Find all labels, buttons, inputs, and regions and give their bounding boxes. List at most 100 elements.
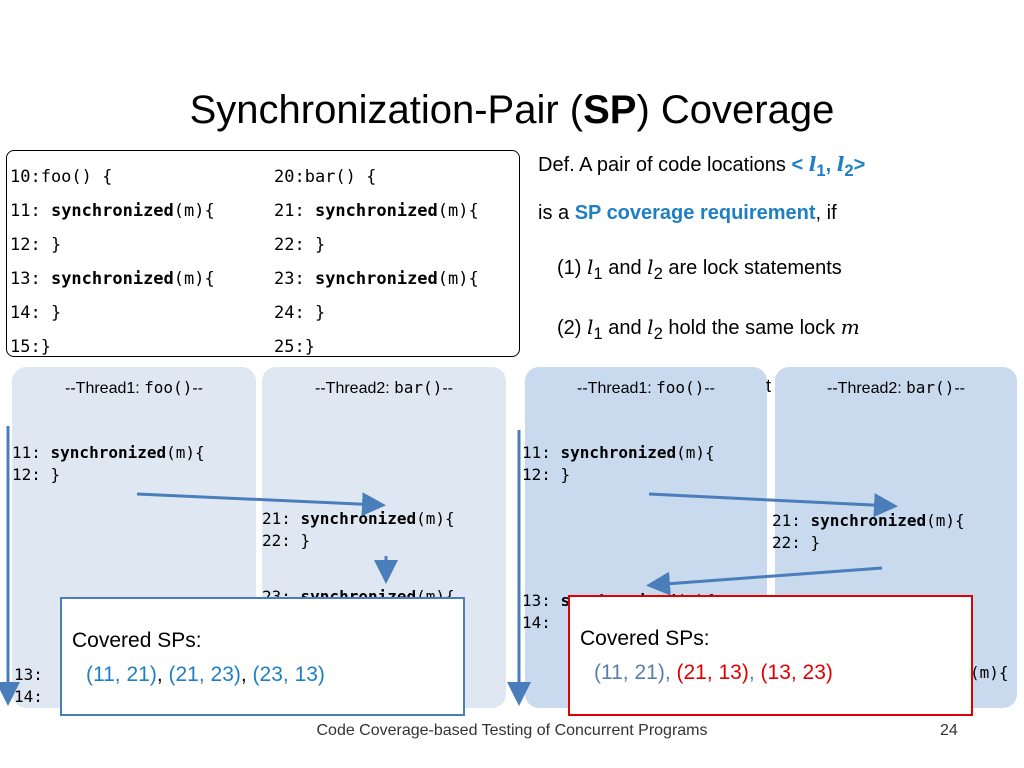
code-text: 21: <box>772 511 811 530</box>
keyword: synchronized <box>300 509 417 528</box>
left-t1-code-bottom: 13:14: <box>14 664 43 708</box>
cond2-mid: and <box>602 317 648 339</box>
header-suffix: -- <box>192 380 203 397</box>
code-text: 11: <box>12 443 51 462</box>
keyword: synchronized <box>314 201 438 221</box>
cond2-post: hold the same lock <box>662 317 841 339</box>
header-prefix: --Thread1: <box>65 380 145 397</box>
keyword: synchronized <box>560 443 677 462</box>
code-text: 13: <box>14 665 43 684</box>
code-text: (m){ <box>173 269 215 289</box>
code-line: 11: synchronized(m){ <box>522 442 715 464</box>
code-text: 12: } <box>12 465 61 484</box>
condition-1: (1) l1 and l2 are lock statements <box>557 255 842 284</box>
right-arrow-11-to-21 <box>648 492 898 518</box>
code-line: 24: } <box>274 296 479 330</box>
code-text: 22: } <box>262 531 311 550</box>
cond2-pre: (2) <box>557 317 587 339</box>
code-text: 14: } <box>10 303 62 323</box>
left-arrow-11-to-21 <box>136 492 386 517</box>
cond1-l1: l <box>587 255 594 279</box>
code-text: (m){ <box>416 509 455 528</box>
code-text: (m){ <box>166 443 205 462</box>
left-covered-box: Covered SPs: (11, 21), (21, 23), (23, 13… <box>60 597 465 716</box>
pair-close: > <box>853 154 866 176</box>
code-text: 23: <box>274 269 315 289</box>
code-line: 12: } <box>12 464 205 486</box>
code-text: 12: } <box>10 235 62 255</box>
l2-subscript: 2 <box>844 161 854 180</box>
footer-text: Code Coverage-based Testing of Concurren… <box>316 722 708 739</box>
header-fn: foo() <box>144 378 193 397</box>
slide-title: Synchronization-Pair (SP) Coverage <box>0 84 1024 136</box>
code-text: (m){ <box>970 663 1009 682</box>
cond2-sub1: 1 <box>593 324 603 343</box>
code-line: 11: synchronized(m){ <box>10 194 215 228</box>
code-line: 14: <box>522 612 715 634</box>
sp-requirement: SP coverage requirement <box>574 202 816 224</box>
right-arrow-21-to-13 <box>646 566 883 596</box>
code-box <box>6 150 520 357</box>
code-line: 21: synchronized(m){ <box>262 508 455 530</box>
code-text: 22: } <box>772 533 821 552</box>
cond1-mid: and <box>602 257 648 279</box>
header-suffix: -- <box>954 380 965 397</box>
covered-pair: (13, 23) <box>760 661 833 684</box>
code-left-column: 10:foo() {11: synchronized(m){ 12: } 13: s… <box>10 160 215 364</box>
cond2-l2: l <box>647 315 654 339</box>
code-text: 15:} <box>10 337 51 357</box>
cond1-l2: l <box>647 255 654 279</box>
header-prefix: --Thread2: <box>827 380 907 397</box>
header-fn: bar() <box>906 378 955 397</box>
pair-comma: , <box>825 154 837 176</box>
cond1-pre: (1) <box>557 257 587 279</box>
left-t1-code-top: 11: synchronized(m){12: } <box>12 442 205 486</box>
code-text: 11: <box>10 201 51 221</box>
covered-pair: , <box>156 663 169 686</box>
code-text: 24: } <box>274 303 326 323</box>
cond2-sub2: 2 <box>653 324 663 343</box>
header-prefix: --Thread1: <box>577 380 657 397</box>
lock-symbol: m <box>840 315 860 339</box>
code-text: (m){ <box>437 269 479 289</box>
code-line: 13: <box>14 664 43 686</box>
slide-number: 24 <box>940 722 958 739</box>
code-text: 21: <box>262 509 301 528</box>
covered-pair: (11, 21) <box>86 663 157 686</box>
header-suffix: -- <box>704 380 715 397</box>
code-line: (m){ <box>970 662 1009 684</box>
keyword: synchronized <box>50 201 174 221</box>
header-fn: foo() <box>656 378 705 397</box>
line2-pre: is a <box>538 202 575 224</box>
code-line: 20:bar() { <box>274 160 479 194</box>
code-text: 14: <box>522 613 551 632</box>
title-pre: Synchronization-Pair ( <box>189 88 584 132</box>
l1-subscript: 1 <box>816 161 826 180</box>
covered-pair: (11, 21), <box>594 661 677 684</box>
code-text: 11: <box>522 443 561 462</box>
cond1-sub1: 1 <box>593 264 603 283</box>
title-post: ) Coverage <box>636 88 835 132</box>
definition-line-1: Def. A pair of code locations < l1, l2> <box>538 152 865 181</box>
code-line: 12: } <box>522 464 715 486</box>
covered-pairs: (11, 21), (21, 13), (13, 23) <box>594 661 833 685</box>
condition-2: (2) l1 and l2 hold the same lock m <box>557 315 860 344</box>
covered-pairs: (11, 21), (21, 23), (23, 13) <box>86 663 325 687</box>
code-line: 10:foo() { <box>10 160 215 194</box>
definition-text: Def. A pair of code locations <box>538 154 786 176</box>
code-text: 13: <box>522 591 561 610</box>
keyword: synchronized <box>314 269 438 289</box>
keyword: synchronized <box>50 443 167 462</box>
right-thread1-header: --Thread1: foo()-- <box>525 378 767 398</box>
covered-pair: , <box>240 663 253 686</box>
cond1-sub2: 2 <box>653 264 663 283</box>
code-line: 11: synchronized(m){ <box>12 442 205 464</box>
code-line: 22: } <box>772 532 965 554</box>
code-text: 13: <box>10 269 51 289</box>
header-suffix: -- <box>442 380 453 397</box>
definition-line-2: is a SP coverage requirement, if <box>538 202 837 225</box>
code-line: 12: } <box>10 228 215 262</box>
code-line: 23: synchronized(m){ <box>274 262 479 296</box>
code-text: 20:bar() { <box>274 167 377 187</box>
